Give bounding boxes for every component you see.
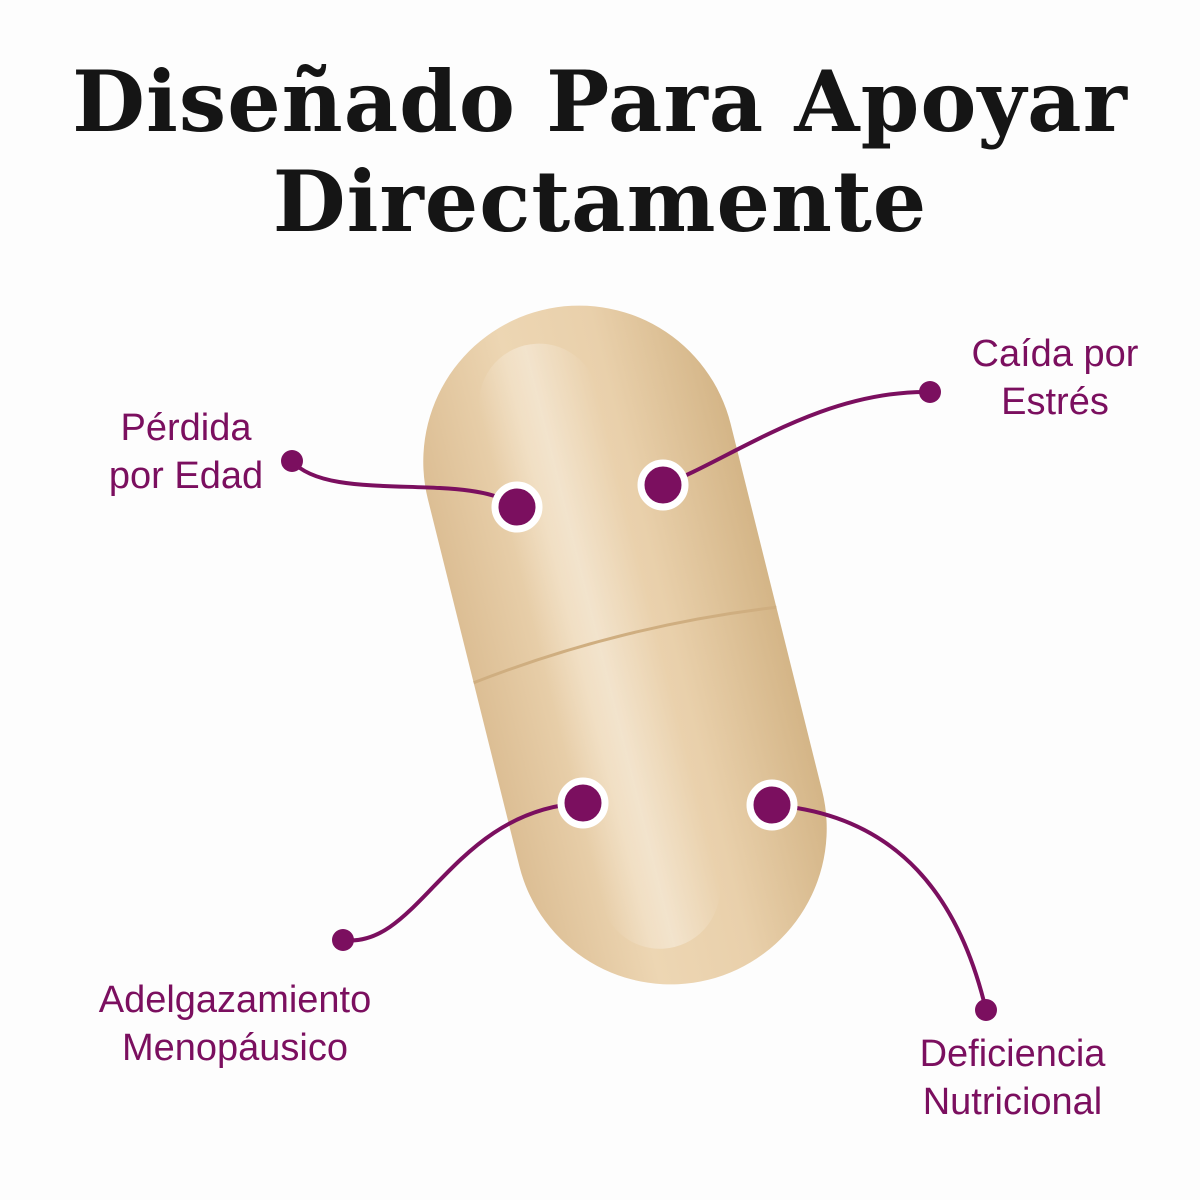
callout-line: Menopáusico — [121, 1027, 349, 1069]
callout-line: Estrés — [1001, 381, 1109, 423]
page-title: Diseñado Para Apoyar Directamente — [0, 52, 1200, 252]
callout-caida-por-estres: Caída por Estrés — [955, 330, 1155, 426]
callout-line: Pérdida — [120, 407, 252, 449]
callout-line: Caída por — [971, 333, 1139, 375]
dot-icon — [919, 381, 941, 403]
connector-bottom-right — [770, 803, 988, 1012]
callout-perdida-por-edad: Pérdida por Edad — [96, 404, 276, 500]
connector-bottom-left — [341, 801, 585, 943]
capsule-icon — [423, 305, 827, 985]
title-line-2: Directamente — [272, 152, 928, 251]
title-line-1: Diseñado Para Apoyar — [72, 52, 1128, 151]
marker-top-left — [491, 481, 543, 533]
marker-bottom-right — [746, 779, 798, 831]
dot-icon — [975, 999, 997, 1021]
callout-line: Deficiencia — [919, 1033, 1106, 1075]
dot-icon — [281, 450, 303, 472]
marker-bottom-left — [557, 777, 609, 829]
connector-top-right — [661, 389, 932, 487]
marker-top-right — [637, 459, 689, 511]
callout-deficiencia-nutricional: Deficiencia Nutricional — [900, 1030, 1125, 1126]
callout-adelgazamiento-menopausico: Adelgazamiento Menopáusico — [80, 976, 390, 1072]
dot-icon — [332, 929, 354, 951]
callout-line: Nutricional — [922, 1081, 1103, 1123]
callout-line: por Edad — [108, 455, 264, 497]
callout-line: Adelgazamiento — [98, 979, 372, 1021]
